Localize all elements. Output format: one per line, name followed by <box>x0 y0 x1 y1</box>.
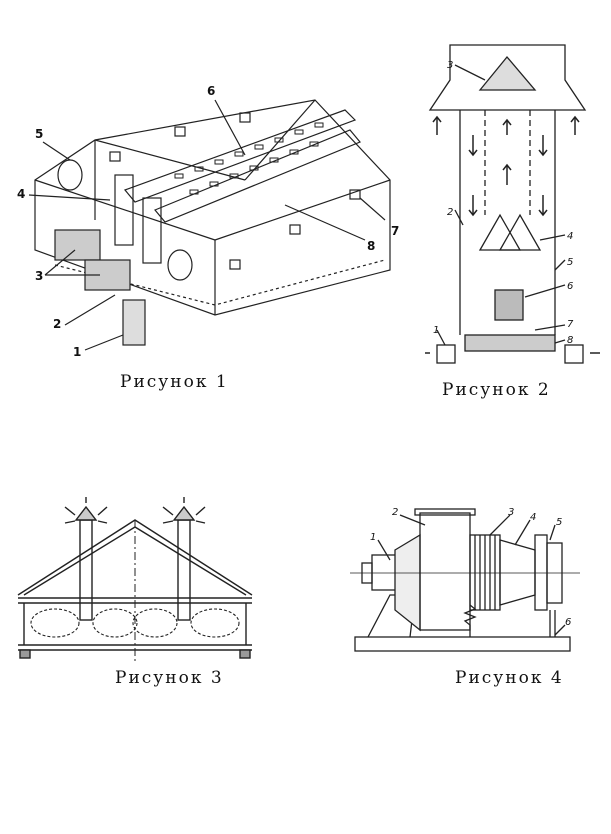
fig2-label-5: 5 <box>567 257 573 268</box>
figure-4-drawing: 1 2 3 4 5 6 <box>350 507 580 652</box>
fig1-label-5: 5 <box>35 127 43 141</box>
figure-4-caption: Рисунок 4 <box>455 668 564 688</box>
fig1-label-2: 2 <box>53 317 61 331</box>
fig2-label-7: 7 <box>567 319 574 330</box>
fig4-label-4: 4 <box>530 512 536 523</box>
fig2-label-6: 6 <box>567 281 573 292</box>
figure-1-drawing: 5 4 3 2 1 6 7 8 <box>17 84 399 359</box>
fig1-label-3: 3 <box>35 269 43 283</box>
figure-2: 3 2 4 5 6 7 8 1 <box>425 35 600 375</box>
figure-3-drawing <box>17 497 253 663</box>
figure-4: 1 2 3 4 5 6 <box>350 495 580 665</box>
fig2-label-4: 4 <box>567 231 573 242</box>
fig1-label-7: 7 <box>391 224 399 238</box>
fig2-label-8: 8 <box>567 335 573 346</box>
fig1-label-8: 8 <box>367 239 375 253</box>
fig1-label-6: 6 <box>207 84 215 98</box>
fig2-label-3: 3 <box>447 60 453 71</box>
fig1-label-1: 1 <box>73 345 81 359</box>
fig4-label-1: 1 <box>370 532 376 543</box>
figure-3-caption: Рисунок 3 <box>115 668 224 688</box>
figure-2-caption: Рисунок 2 <box>442 380 551 400</box>
fig4-label-6: 6 <box>565 617 571 628</box>
figure-1-caption: Рисунок 1 <box>120 372 229 392</box>
figure-1: 5 4 3 2 1 6 7 8 <box>15 80 405 370</box>
fig4-label-3: 3 <box>508 507 514 518</box>
fig2-label-1: 1 <box>433 325 439 336</box>
figure-2-drawing: 3 2 4 5 6 7 8 1 <box>425 44 600 364</box>
fig1-label-4: 4 <box>17 187 25 201</box>
fig4-label-2: 2 <box>392 507 398 518</box>
figure-3 <box>10 495 270 665</box>
fig2-label-2: 2 <box>447 207 453 218</box>
fig4-label-5: 5 <box>556 517 562 528</box>
